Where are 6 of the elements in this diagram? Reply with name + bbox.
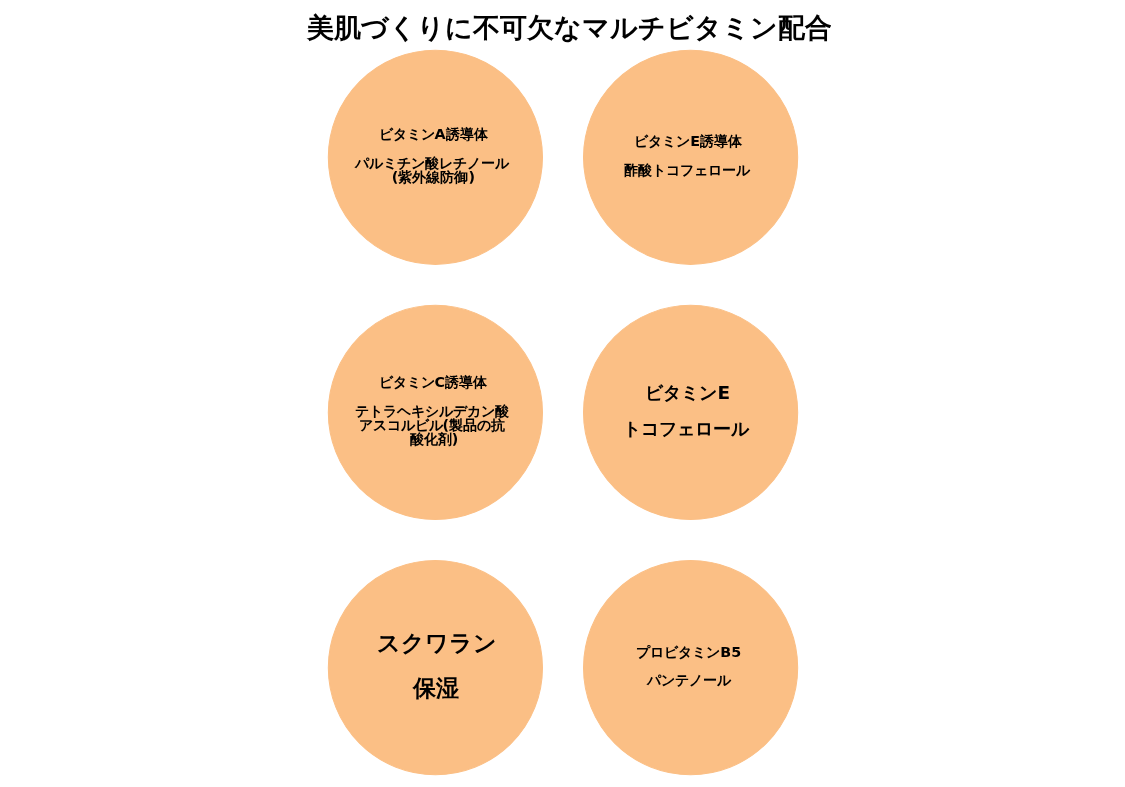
node-circle: スクワラン 保湿	[327, 560, 543, 776]
node-circle: ビタミンE トコフェロール	[582, 304, 798, 521]
node-circle: ビタミンA誘導体 パルミチン酸レチノール(紫外線防御)	[327, 49, 543, 265]
node-circle: ビタミンE誘導体 酢酸トコフェロール	[582, 49, 798, 265]
node-circle: プロビタミンB5 パンテノール	[582, 560, 798, 776]
node-circle: ビタミンC誘導体 テトラヘキシルデカン酸アスコルビル(製品の抗酸化剤)	[327, 304, 543, 521]
